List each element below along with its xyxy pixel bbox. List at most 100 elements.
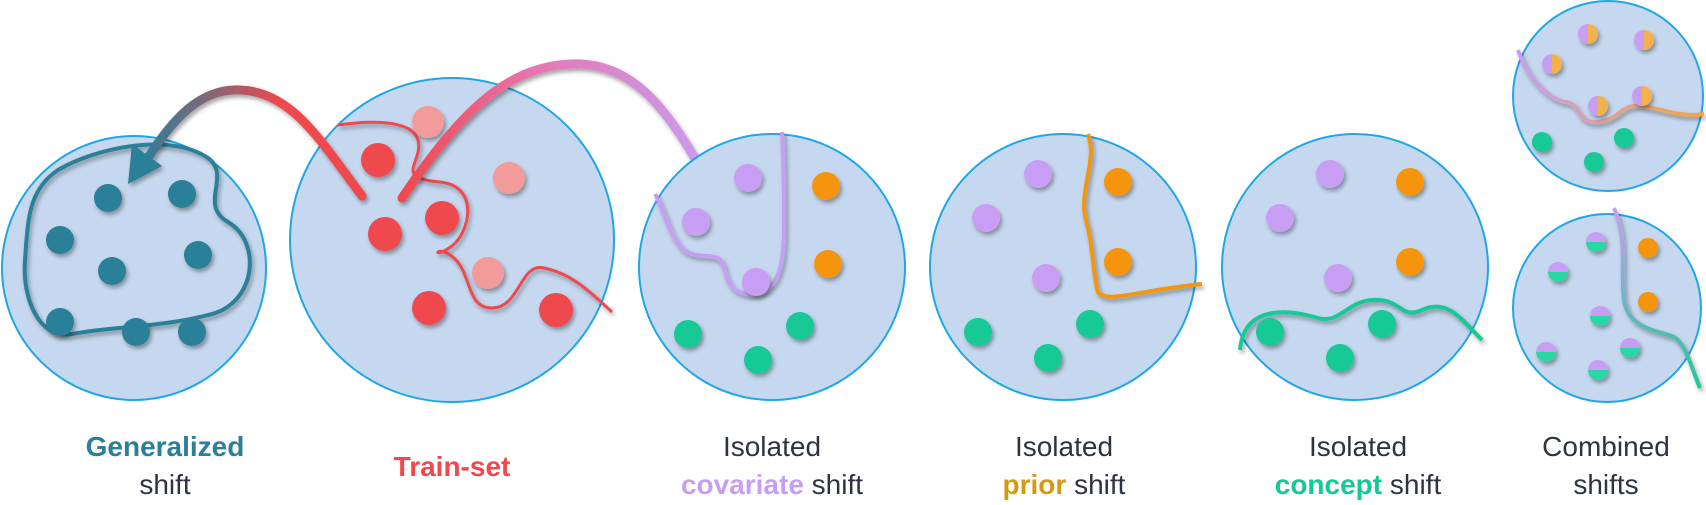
- combined-top-points: [1532, 24, 1654, 172]
- combined-top-circle: [1512, 0, 1704, 192]
- data-point: [184, 241, 212, 269]
- data-point: [1578, 24, 1598, 44]
- data-point: [674, 320, 702, 348]
- data-point: [1266, 204, 1294, 232]
- combined-bottom-boundary-curve: [1612, 207, 1702, 389]
- data-point: [1632, 86, 1652, 106]
- train-set-panel: [289, 77, 615, 403]
- caption-concept-shift: Isolated concept shift: [1218, 428, 1498, 504]
- data-point: [1034, 344, 1062, 372]
- data-point: [1590, 306, 1610, 326]
- data-point: [1256, 318, 1284, 346]
- data-point: [1548, 262, 1568, 282]
- data-point: [1104, 168, 1132, 196]
- caption-suffix: shift: [803, 469, 864, 500]
- generalized-points: [46, 180, 212, 346]
- data-point: [786, 312, 814, 340]
- data-point: [1324, 264, 1352, 292]
- data-point: [734, 164, 762, 192]
- caption-combined-shifts: Combined shifts: [1466, 428, 1706, 504]
- data-point: [1614, 128, 1634, 148]
- data-point: [1536, 342, 1556, 362]
- caption-train-set: Train-set: [312, 448, 592, 486]
- generalized-shift-panel: [1, 135, 267, 401]
- data-point: [1326, 344, 1354, 372]
- caption-line: concept shift: [1218, 466, 1498, 504]
- data-point: [1584, 152, 1604, 172]
- data-point: [964, 318, 992, 346]
- data-point: [46, 226, 74, 254]
- data-point: [168, 180, 196, 208]
- combined-top-panel: [1512, 0, 1705, 192]
- data-point: [1588, 96, 1608, 116]
- covariate-shift-panel: [638, 131, 906, 401]
- data-point: [1076, 310, 1104, 338]
- concept-boundary-curve: [1238, 297, 1484, 351]
- prior-boundary-curve: [1082, 133, 1203, 299]
- caption-line: shift: [139, 469, 191, 500]
- combined-bottom-circle: [1512, 213, 1702, 403]
- caption-keyword: concept: [1274, 469, 1383, 500]
- data-point: [1634, 30, 1654, 50]
- combined-bottom-panel: [1512, 207, 1702, 403]
- data-point: [1316, 160, 1344, 188]
- data-point: [1586, 232, 1606, 252]
- concept-shift-panel: [1221, 133, 1489, 401]
- data-point: [1638, 238, 1658, 258]
- data-point: [972, 204, 1000, 232]
- data-point: [1368, 310, 1396, 338]
- data-point: [814, 250, 842, 278]
- concept-circle: [1221, 133, 1489, 401]
- data-point: [46, 308, 74, 336]
- prior-points: [964, 160, 1132, 372]
- caption-line: covariate shift: [632, 466, 912, 504]
- covariate-boundary-curve: [653, 131, 787, 297]
- prior-shift-panel: [929, 133, 1203, 401]
- combined-top-boundary-curve: [1516, 49, 1705, 125]
- train-points: [361, 106, 573, 327]
- caption-suffix: shift: [1382, 469, 1442, 500]
- caption-prior-shift: Isolated prior shift: [924, 428, 1204, 504]
- caption-line: Train-set: [393, 451, 511, 482]
- data-point: [744, 346, 772, 374]
- combined-bottom-points: [1536, 232, 1658, 380]
- data-point: [493, 162, 525, 194]
- data-point: [742, 268, 770, 296]
- data-point: [1396, 248, 1424, 276]
- data-point: [472, 257, 504, 289]
- caption-line: Isolated: [1308, 431, 1408, 462]
- data-point: [1638, 292, 1658, 312]
- train-to-generalized-arrow: [128, 85, 367, 201]
- data-point: [812, 172, 840, 200]
- data-point: [361, 143, 395, 177]
- data-point: [412, 106, 444, 138]
- data-point: [1620, 338, 1640, 358]
- data-point: [94, 184, 122, 212]
- caption-line: prior shift: [924, 466, 1204, 504]
- caption-line: Generalized: [85, 431, 245, 462]
- arrowhead-icon: [128, 144, 162, 184]
- caption-keyword: prior: [1002, 469, 1067, 500]
- train-boundary-curve: [337, 120, 614, 314]
- data-point: [412, 291, 446, 325]
- caption-line: Isolated: [1014, 431, 1114, 462]
- data-point: [1532, 132, 1552, 152]
- data-point: [1396, 168, 1424, 196]
- caption-line: shifts: [1573, 469, 1639, 500]
- data-point: [1024, 160, 1052, 188]
- data-point: [368, 217, 402, 251]
- data-point: [1104, 248, 1132, 276]
- caption-suffix: shift: [1066, 469, 1126, 500]
- caption-line: Combined: [1542, 431, 1670, 462]
- caption-line: Isolated: [722, 431, 822, 462]
- data-point: [1032, 264, 1060, 292]
- data-point: [1588, 360, 1608, 380]
- generalized-boundary-curve: [22, 142, 252, 337]
- covariate-circle: [638, 133, 906, 401]
- prior-circle: [929, 133, 1197, 401]
- caption-generalized-shift: Generalized shift: [25, 428, 305, 504]
- data-point: [539, 293, 573, 327]
- data-point: [1542, 54, 1562, 74]
